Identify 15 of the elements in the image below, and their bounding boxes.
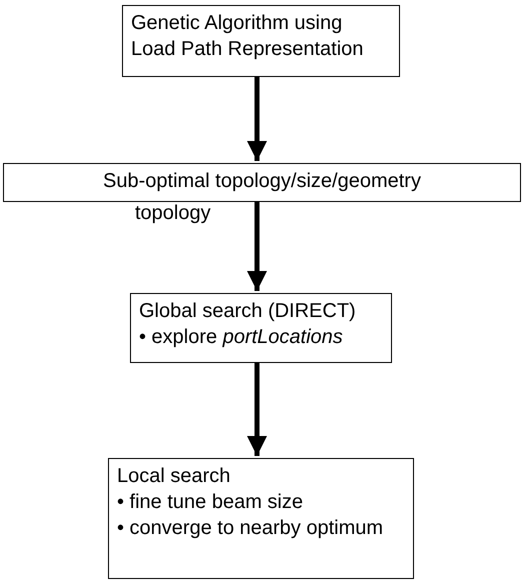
process-box (3, 163, 521, 202)
arrow (247, 202, 267, 291)
process-box (122, 5, 400, 77)
process-box (108, 458, 414, 579)
bullet-text: • explore portLocations (139, 325, 344, 350)
edge-label: topology (135, 202, 211, 224)
arrow (247, 363, 267, 456)
arrow (247, 77, 267, 161)
box-text: Global search (DIRECT) (139, 299, 357, 324)
process-box (130, 293, 392, 363)
bullet-text: • converge to nearby optimum (117, 516, 384, 541)
bullet-text: • fine tune beam size (117, 490, 304, 515)
box-text: Sub-optimal topology/size/geometry (102, 169, 422, 194)
box-text: Genetic Algorithm using Load Path Representation (131, 11, 364, 62)
box-text: Local search (117, 464, 232, 489)
